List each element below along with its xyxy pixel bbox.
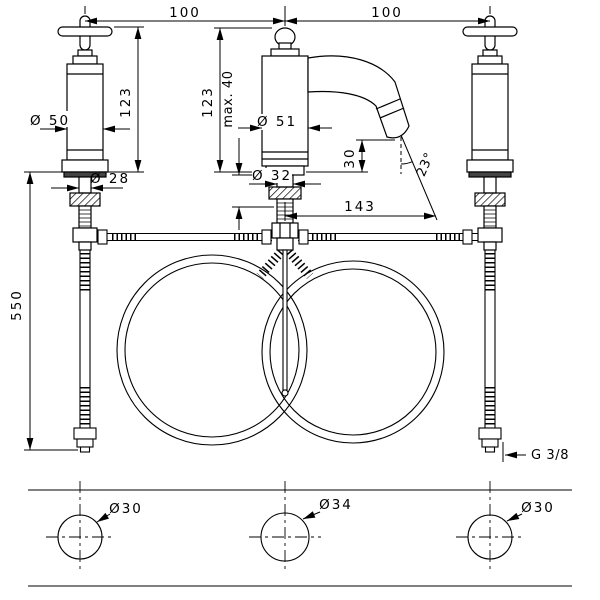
deck-hole-layout: Ø30 Ø34 Ø30 <box>28 481 572 587</box>
tee-body <box>276 237 294 251</box>
handle-collar <box>72 55 98 65</box>
dim-label-max-mounting-depth: max. 40 <box>221 70 236 127</box>
threaded-shank <box>78 205 92 229</box>
tee-nut <box>271 222 299 239</box>
valve-base-flange <box>466 159 514 173</box>
dim-connection-thread: G 3/8 <box>502 442 569 463</box>
spout-body <box>261 55 309 167</box>
dim-label-spout-shank-diameter: Ø 32 <box>252 168 292 184</box>
pipe-nut <box>462 229 473 245</box>
hose-corrugation <box>285 249 314 279</box>
dim-spout-shank-diameter: Ø 32 <box>249 168 321 188</box>
spout-cap-flange <box>270 48 300 57</box>
compression-nut <box>477 227 503 243</box>
dim-label-valve-shank-diameter: Ø 28 <box>90 171 130 187</box>
hole-label-left: Ø30 <box>109 501 143 517</box>
dim-label-spacing-left: 100 <box>169 5 201 21</box>
handle-stem <box>482 49 498 57</box>
valve-shank <box>483 176 497 194</box>
mounting-nut <box>69 192 101 207</box>
dim-spout-height: 123 <box>200 27 272 173</box>
cross-handle-icon <box>57 26 113 37</box>
dim-outlet-height: 30 <box>306 139 395 173</box>
dim-label-handle-diameter: Ø 50 <box>30 113 70 129</box>
hose-connector <box>483 241 497 251</box>
left-connection-pipe <box>97 229 272 245</box>
right-supply-hose <box>478 250 502 453</box>
left-valve <box>57 15 113 251</box>
dim-label-handle-height: 123 <box>118 86 134 118</box>
pull-rod <box>281 249 289 397</box>
dimensions: 100 100 123 123 max. 40 <box>9 5 569 463</box>
dim-label-connection-thread: G 3/8 <box>531 448 569 463</box>
dim-label-spout-reach: 143 <box>344 199 376 215</box>
label-knockout <box>252 168 292 183</box>
dim-spacing-left: 100 <box>84 5 286 26</box>
mounting-nut <box>474 192 506 207</box>
left-hose-loop-outer <box>116 254 308 446</box>
dim-valve-shank-diameter: Ø 28 <box>51 171 130 192</box>
dim-spout-reach: 143 <box>284 199 436 221</box>
threaded-shank <box>483 205 497 229</box>
hole-centerlines-vertical <box>79 481 491 570</box>
handle-collar <box>477 55 503 65</box>
hose-end-tip <box>79 446 91 453</box>
dim-label-outlet-height: 30 <box>342 147 358 168</box>
label-knockout <box>30 111 72 127</box>
dim-spout-diameter: Ø 51 <box>238 114 332 132</box>
spout-knob-neck <box>278 42 292 50</box>
spout-arm <box>307 55 410 139</box>
deck-hole-left <box>57 514 103 560</box>
hose-loops <box>116 249 445 446</box>
spout <box>261 27 410 251</box>
dim-label-spout-height: 123 <box>200 86 216 118</box>
left-hose-loop-inner <box>124 262 300 438</box>
right-valve <box>462 15 518 251</box>
valve-body <box>66 63 104 161</box>
dim-label-spout-diameter: Ø 51 <box>257 114 297 130</box>
pipe-nut <box>298 229 309 245</box>
pipe-nut <box>97 229 108 245</box>
dim-label-spacing-right: 100 <box>371 5 403 21</box>
hose-end-nut <box>478 427 502 440</box>
right-hose-loop-outer <box>261 260 445 444</box>
left-supply-hose <box>73 250 97 453</box>
deck-hole-middle <box>260 512 310 562</box>
dim-handle-diameter: Ø 50 <box>30 111 130 133</box>
hose-connector <box>78 241 92 251</box>
handle-stem <box>77 49 93 57</box>
pipe-nut <box>261 229 272 245</box>
deck-hole-right <box>467 514 513 560</box>
label-knockout <box>256 114 298 130</box>
dim-max-mounting-depth: max. 40 <box>221 70 274 230</box>
deck-hole-labels: Ø30 Ø34 Ø30 <box>96 497 555 523</box>
compression-nut <box>72 227 98 243</box>
cross-handle-icon <box>462 26 518 37</box>
hose-end-tip <box>484 446 496 453</box>
dim-hose-length: 550 <box>9 171 78 451</box>
hose-corrugation <box>256 249 285 279</box>
hose-end-fitting <box>76 438 94 448</box>
seal-washer <box>468 171 512 178</box>
hole-label-middle: Ø34 <box>319 497 353 513</box>
right-hose-loop-inner <box>269 268 437 436</box>
valve-body <box>471 63 509 161</box>
hose-end-fitting <box>481 438 499 448</box>
dim-spacing-right: 100 <box>285 5 491 25</box>
right-connection-pipe <box>298 229 478 245</box>
hole-label-right: Ø30 <box>521 500 555 516</box>
hose-end-nut <box>73 427 97 440</box>
spout-mounting-nut <box>268 186 302 200</box>
dim-label-hose-length: 550 <box>9 289 25 321</box>
aerator-rings <box>375 98 405 119</box>
dim-handle-height: 123 <box>108 26 144 173</box>
